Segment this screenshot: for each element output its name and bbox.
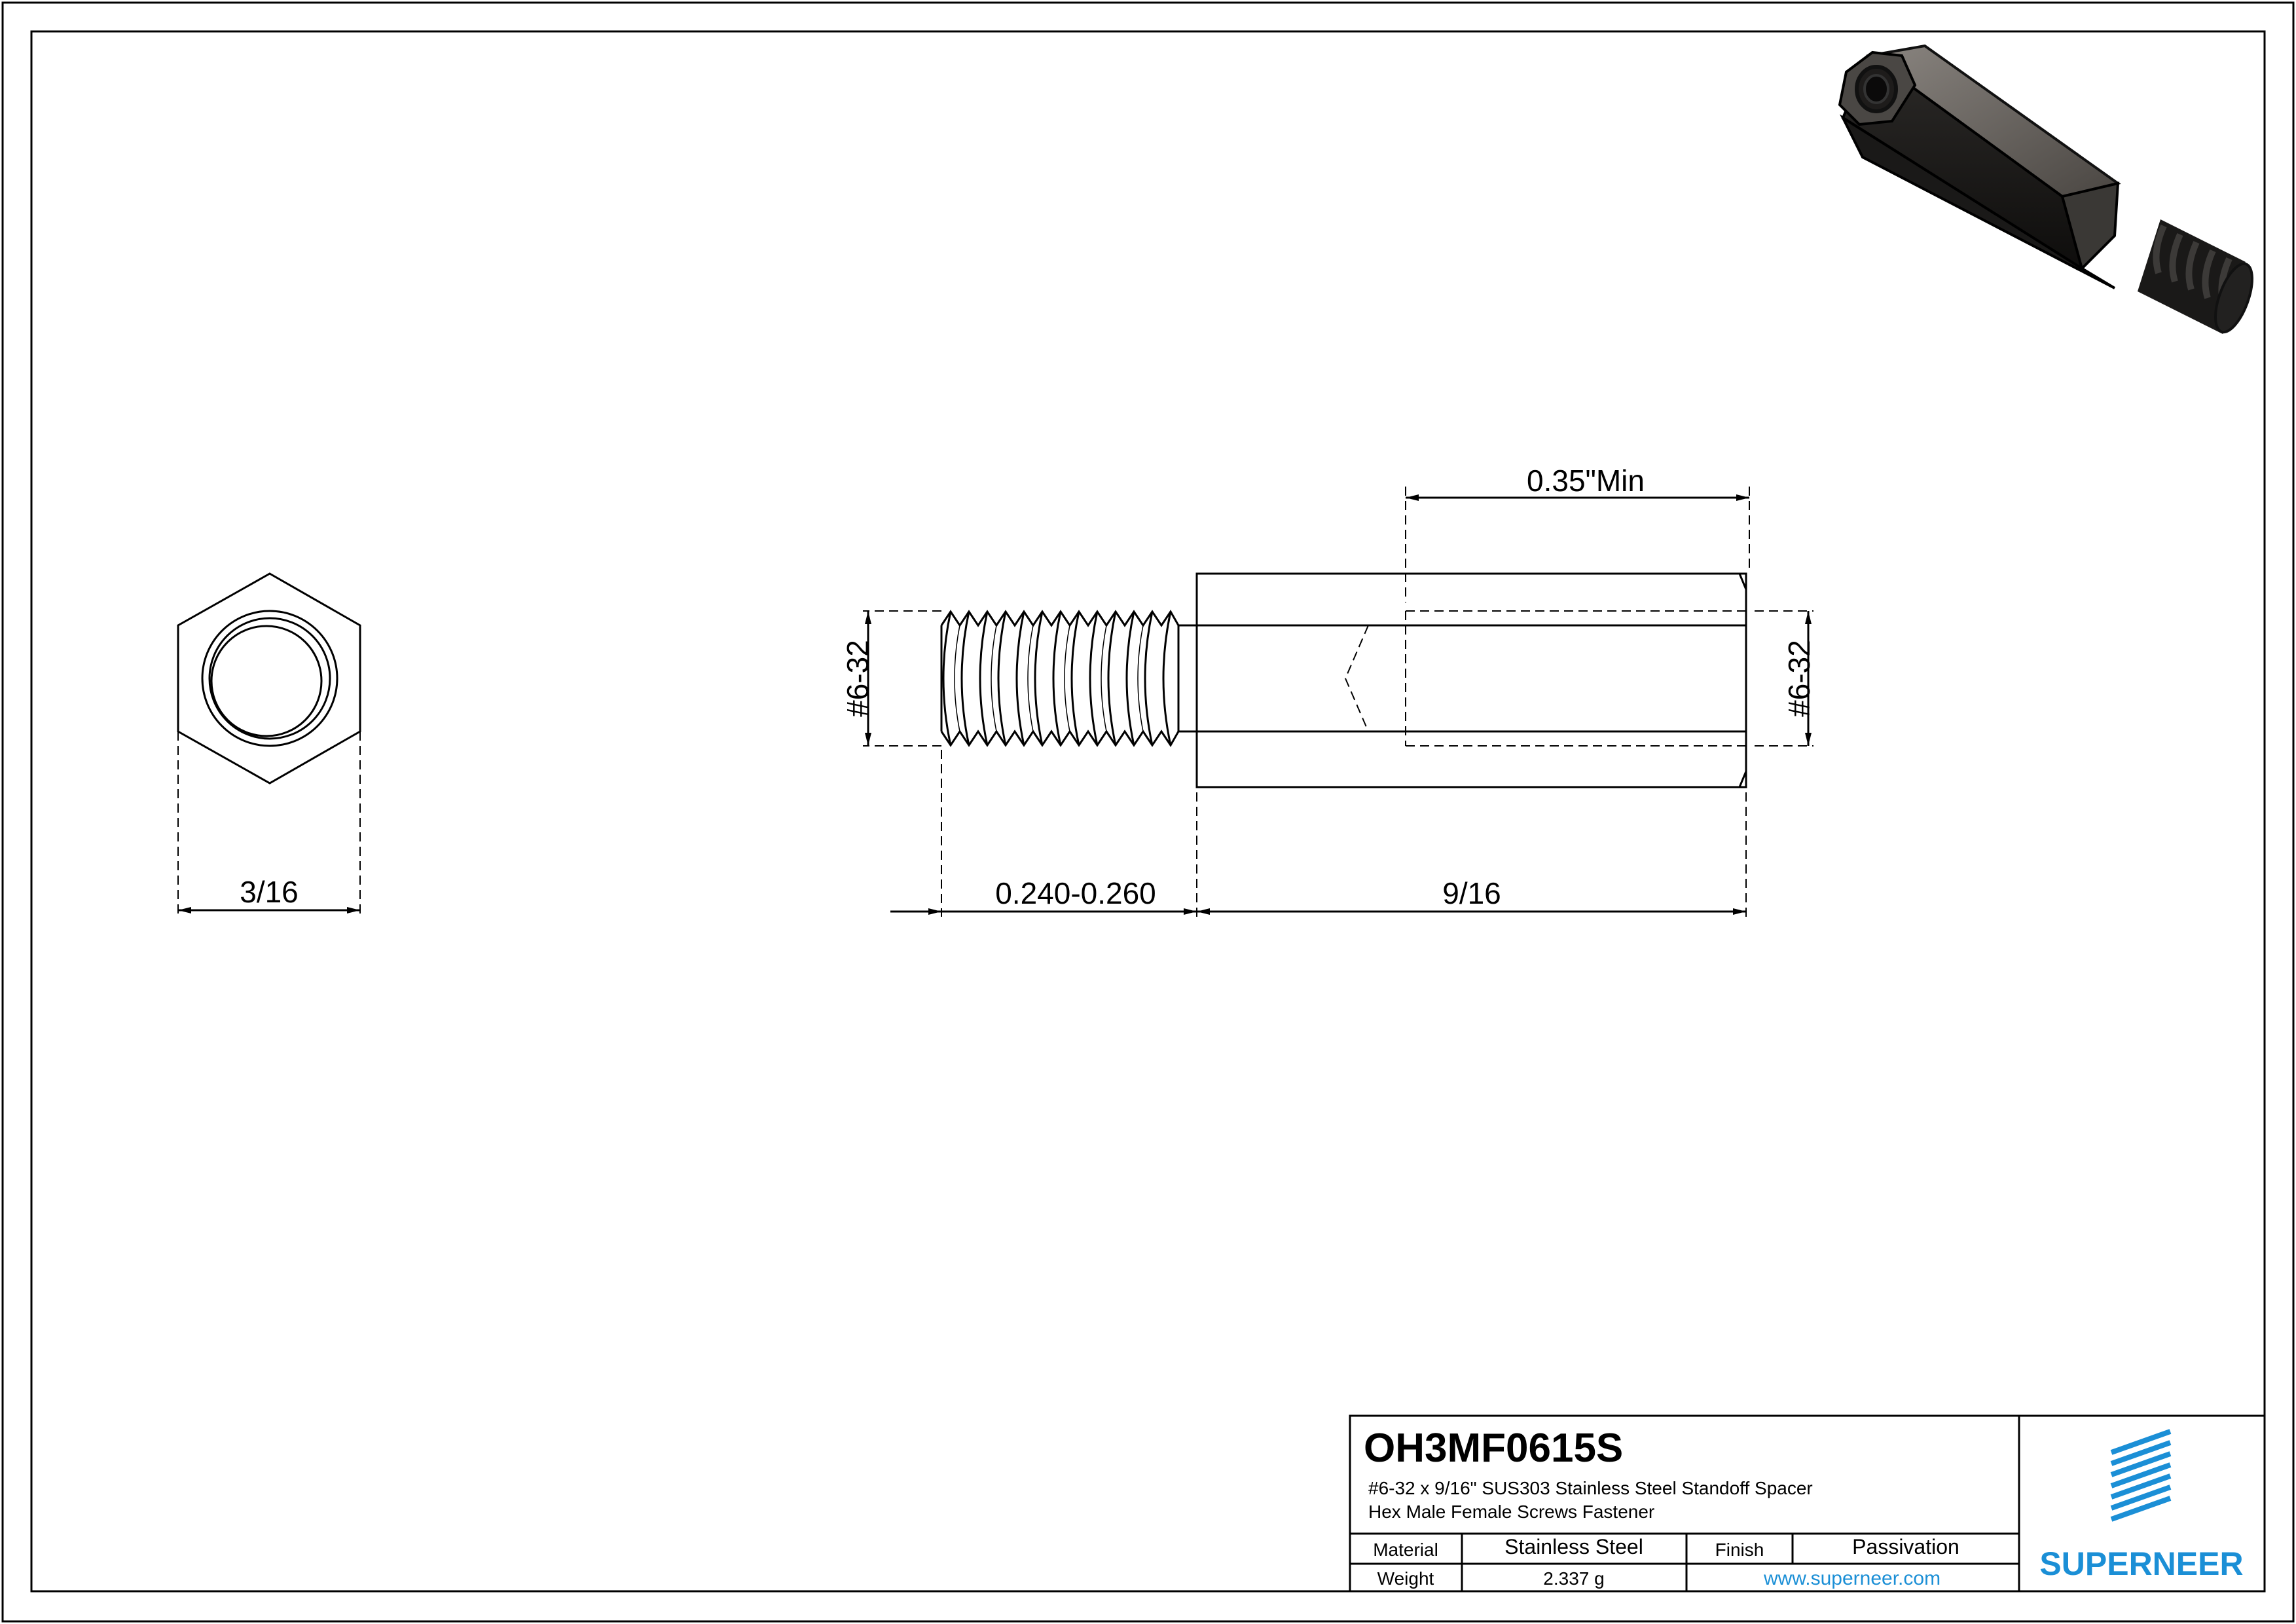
superneer-stripes-logo	[2110, 1429, 2172, 1522]
description-line2: Hex Male Female Screws Fastener	[1368, 1502, 1654, 1522]
finish-value: Passivation	[1852, 1535, 1959, 1559]
hex-bore-inner	[210, 625, 323, 737]
hex-bore-outer	[201, 610, 338, 747]
hex-body	[1195, 572, 1747, 788]
hidden-female-thread	[1344, 610, 1746, 747]
material-value: Stainless Steel	[1504, 1535, 1643, 1559]
dim-male-thread: #6-32	[841, 640, 875, 717]
standoff-3d-render	[1838, 44, 2253, 334]
dim-thread-depth: 0.35"Min	[1527, 464, 1645, 498]
thread-render	[2138, 219, 2253, 334]
hex-end-view: 3/16	[177, 572, 361, 915]
weight-label: Weight	[1377, 1568, 1434, 1589]
inner-border	[30, 30, 2266, 1593]
description-line1: #6-32 x 9/16" SUS303 Stainless Steel Sta…	[1368, 1478, 1813, 1498]
part-number: OH3MF0615S	[1364, 1426, 1623, 1471]
dim-female-thread: #6-32	[1782, 640, 1816, 717]
finish-label: Finish	[1715, 1540, 1764, 1560]
dim-male-length: 0.240-0.260	[995, 876, 1156, 910]
hex-bore-chamfer	[208, 617, 331, 740]
material-label: Material	[1373, 1540, 1438, 1560]
hex-outline	[177, 572, 361, 784]
hex-lower-face	[1840, 114, 2116, 289]
title-block: OH3MF0615S #6-32 x 9/16" SUS303 Stainles…	[1349, 1414, 2266, 1593]
side-view: #6-32 #6-32 0.35"Min 0.240-0.260 9/16	[841, 464, 1816, 917]
dim-hex-across-flats: 3/16	[240, 875, 299, 909]
weight-value: 2.337 g	[1543, 1568, 1604, 1589]
website-link[interactable]: www.superneer.com	[1763, 1568, 1941, 1589]
hex-end-chamfer	[2060, 181, 2120, 271]
dim-body-length: 9/16	[1442, 876, 1501, 910]
brand-name: SUPERNEER	[2039, 1545, 2243, 1582]
male-thread	[940, 610, 1180, 747]
thread-neck	[1177, 624, 1198, 733]
